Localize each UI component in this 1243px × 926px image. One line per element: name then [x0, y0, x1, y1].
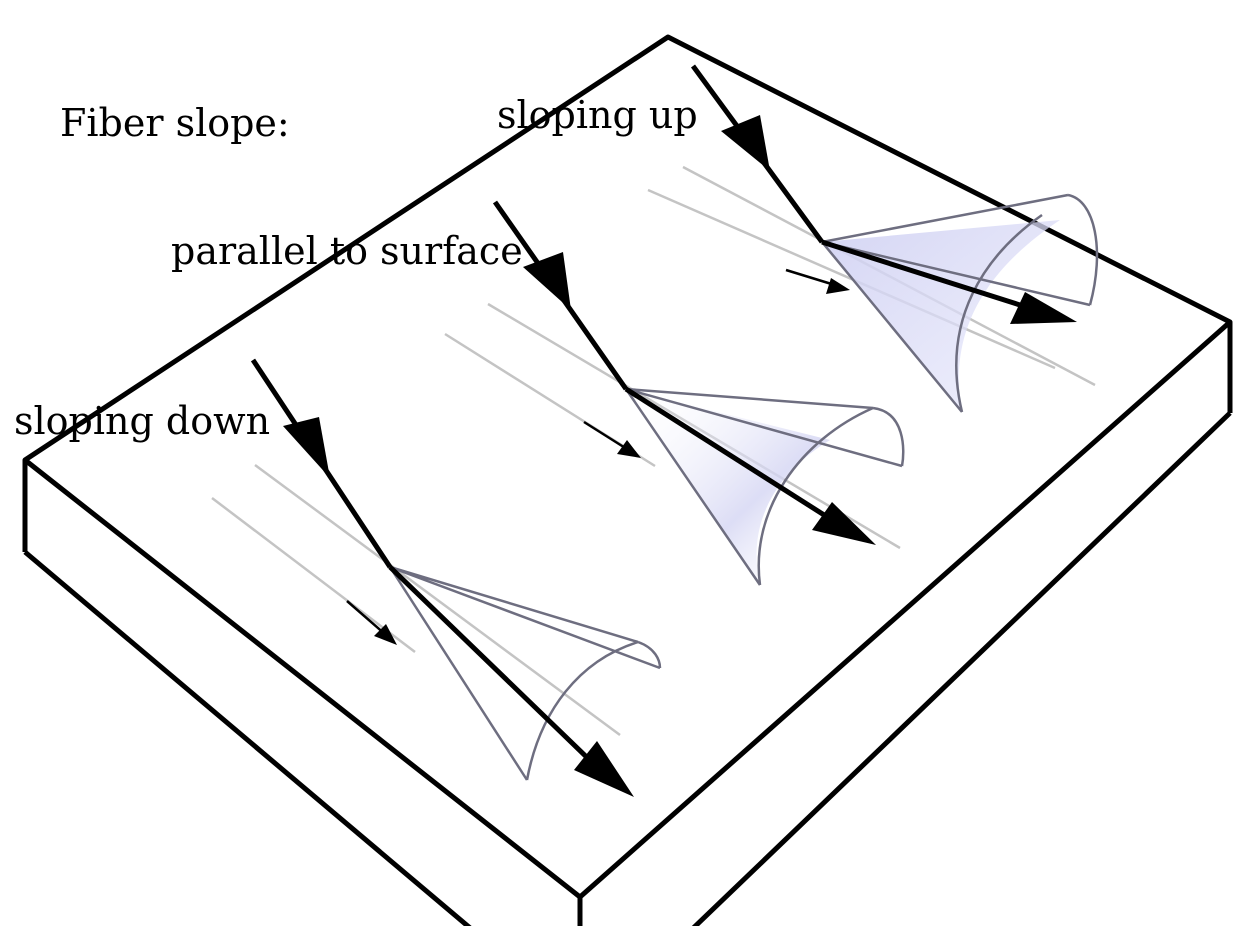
label-sloping-down: sloping down [14, 399, 271, 443]
diagram-title: Fiber slope: [60, 101, 290, 145]
reflected-arrowhead [812, 502, 876, 545]
cone-parallel [444, 200, 905, 586]
reflected-ray [821, 239, 1021, 308]
reflected-ray [388, 565, 602, 772]
fiber-direction-arrow [583, 420, 631, 453]
cone-rim [757, 406, 905, 586]
reflected-arrowhead [574, 741, 634, 797]
cone-surface [822, 220, 1060, 412]
incident-arrowhead [523, 252, 571, 310]
fiber-direction-arrowhead [826, 278, 850, 294]
label-parallel: parallel to surface [171, 229, 523, 273]
fiber-direction-arrowhead [617, 440, 641, 458]
slab-top-face [22, 34, 1233, 900]
slab-right-bottom [691, 411, 1232, 926]
incident-arrowhead [283, 417, 330, 478]
fiber-direction-arrowhead [374, 624, 397, 645]
cone-axis-edge [821, 240, 1091, 307]
fiber-line [254, 463, 621, 737]
fiber-direction-arrow [785, 268, 839, 288]
cone-edge [624, 387, 903, 586]
slab-left-bottom [23, 550, 472, 926]
fiber-direction-arrow [346, 600, 387, 636]
cone-rim [1067, 193, 1099, 306]
reflected-arrowhead [1010, 292, 1077, 324]
cone-sloping-down [211, 358, 662, 797]
label-sloping-up: sloping up [497, 93, 698, 137]
fiber-line [211, 497, 416, 653]
cone-edge [821, 193, 1069, 413]
cone-sloping-up [647, 64, 1099, 413]
reflected-ray [624, 386, 834, 523]
cone-surface [626, 389, 830, 585]
incident-arrowhead [721, 115, 770, 171]
cone-rim [525, 640, 662, 781]
